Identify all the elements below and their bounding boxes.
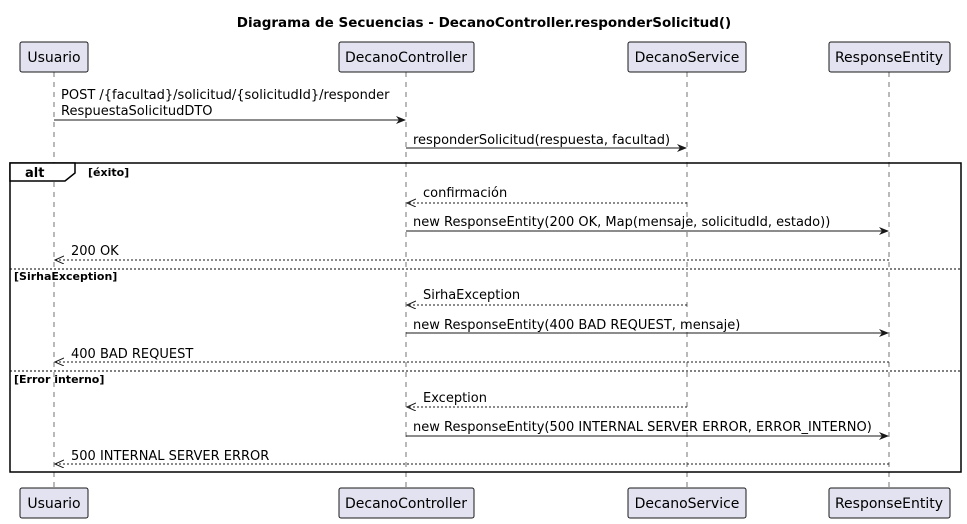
participant-usuario-top: Usuario (19, 41, 89, 73)
message-label: 200 OK (71, 244, 119, 259)
message-label: SirhaException (423, 288, 520, 303)
participant-label: DecanoService (635, 50, 740, 66)
participant-decanoservice-top: DecanoService (627, 41, 747, 73)
diagram-title: Diagrama de Secuencias - DecanoControlle… (237, 15, 731, 31)
message-label: new ResponseEntity(400 BAD REQUEST, mens… (413, 318, 740, 333)
participant-decanoservice-bottom: DecanoService (627, 487, 747, 519)
participant-decanocontroller-bottom: DecanoController (338, 487, 475, 519)
message-label: responderSolicitud(respuesta, facultad) (413, 133, 670, 148)
participant-usuario-bottom: Usuario (19, 487, 89, 519)
alt-guard-sirhaexception: [SirhaException] (14, 270, 117, 283)
alt-guard-exito: [éxito] (88, 166, 129, 179)
message-label: confirmación (423, 186, 507, 201)
participant-label: Usuario (27, 496, 80, 512)
alt-guard-error-interno: [Error interno] (14, 373, 104, 386)
message-label: POST /{facultad}/solicitud/{solicitudId}… (61, 88, 390, 103)
participant-label: DecanoService (635, 496, 740, 512)
alt-frame (9, 162, 962, 473)
message-label: Exception (423, 391, 487, 406)
message-label: 400 BAD REQUEST (71, 347, 193, 362)
message-label: new ResponseEntity(500 INTERNAL SERVER E… (413, 420, 872, 435)
participant-label: DecanoController (345, 496, 467, 512)
alt-tab (9, 162, 76, 182)
participant-responseentity-top: ResponseEntity (828, 41, 951, 73)
message-label: RespuestaSolicitudDTO (61, 104, 213, 119)
participant-label: DecanoController (345, 50, 467, 66)
participant-label: ResponseEntity (835, 50, 943, 66)
alt-keyword: alt (25, 166, 44, 181)
participant-label: ResponseEntity (835, 496, 943, 512)
participant-label: Usuario (27, 50, 80, 66)
participant-decanocontroller-top: DecanoController (338, 41, 475, 73)
message-label: 500 INTERNAL SERVER ERROR (71, 449, 269, 464)
participant-responseentity-bottom: ResponseEntity (828, 487, 951, 519)
message-label: new ResponseEntity(200 OK, Map(mensaje, … (413, 215, 830, 230)
